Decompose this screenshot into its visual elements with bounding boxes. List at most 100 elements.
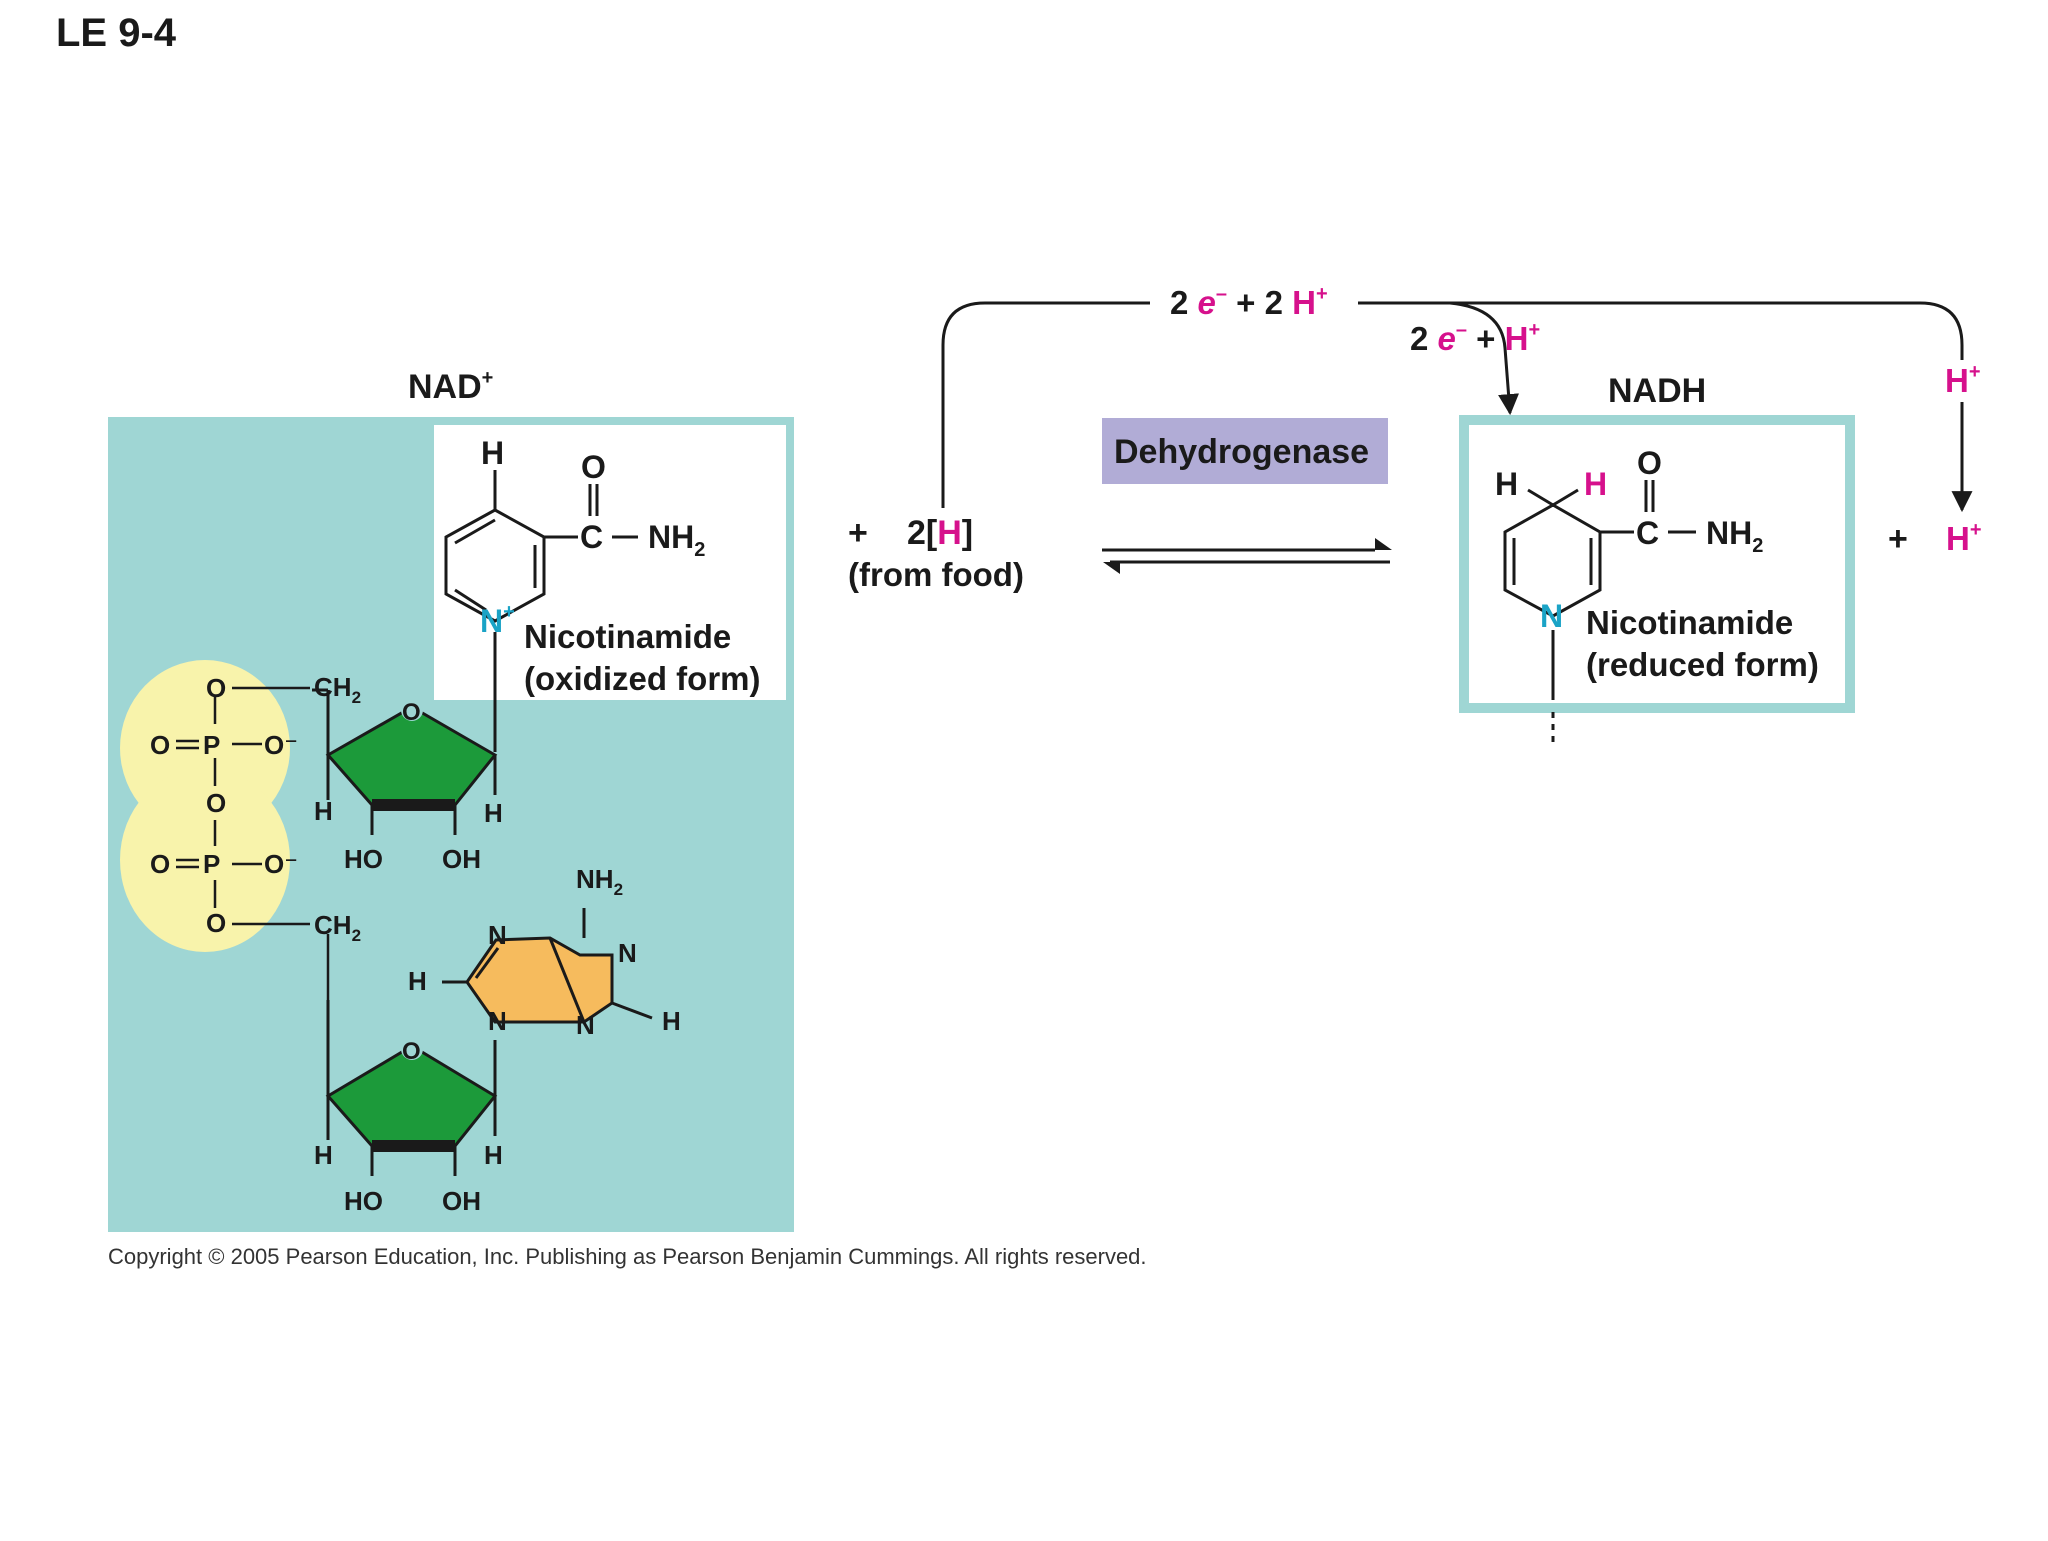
transfer-arrows xyxy=(941,301,1973,513)
reactant-h: H xyxy=(937,514,962,552)
ribose-bottom-h-left: H xyxy=(314,1140,333,1170)
amide-sub: 2 xyxy=(694,539,705,561)
adenine-n3: N xyxy=(576,1010,595,1040)
nicotinamide-reduced-label-1: Nicotinamide xyxy=(1586,604,1793,641)
adenine-h8: H xyxy=(408,966,427,996)
nad-title-text: NAD xyxy=(408,368,482,406)
transfer-top-minus: – xyxy=(1216,283,1227,305)
transfer-mid-charge: + xyxy=(1528,319,1540,341)
po-o3: O xyxy=(206,788,226,818)
reactant-coef: 2[ xyxy=(907,514,937,552)
enzyme-label: Dehydrogenase xyxy=(1114,433,1369,471)
equilibrium-arrows xyxy=(1102,548,1390,564)
diphosphate-labels: O O P O⁻ O O P O⁻ O xyxy=(150,673,298,938)
product-h-charge: + xyxy=(1970,519,1982,541)
po-p2: P xyxy=(203,849,220,879)
transfer-right-h-charge: + xyxy=(1969,361,1981,383)
reduced-amide: NH2 xyxy=(1706,515,1763,557)
ring-nitrogen-reduced: N xyxy=(1540,598,1563,634)
po-ominus2: O⁻ xyxy=(264,849,298,879)
diphosphate-bonds xyxy=(176,686,330,1000)
ch2-bottom: CH2 xyxy=(314,910,361,945)
nicotinamide-oxidized-label-2: (oxidized form) xyxy=(524,660,761,697)
adenine-nh: NH xyxy=(576,864,614,894)
ribose-top-ho: HO xyxy=(344,844,383,874)
phosphate-highlight xyxy=(120,660,290,952)
nadh-title: NADH xyxy=(1608,372,1706,410)
ch2-top-ch: CH xyxy=(314,672,352,702)
ribose-bottom-o: O xyxy=(402,1038,421,1065)
transfer-top-space xyxy=(1188,284,1197,321)
reactant-2h: 2[H] xyxy=(907,514,973,552)
po-o4: O xyxy=(150,849,170,879)
ring-nitrogen-oxidized-charge: + xyxy=(503,601,515,623)
transfer-mid-e: e xyxy=(1438,320,1456,357)
po-o1: O xyxy=(206,673,226,703)
adenine-base: NH2 N N N N H H xyxy=(408,864,681,1040)
reduced-o: O xyxy=(1637,445,1662,481)
forward-arrowhead xyxy=(1375,538,1392,550)
atom-h: H xyxy=(481,435,504,471)
transfer-top-2: 2 xyxy=(1170,284,1188,321)
adenine-h2: H xyxy=(662,1006,681,1036)
adenine-n9: N xyxy=(488,1006,507,1036)
transfer-top: 2 e– + 2 H+ xyxy=(1170,283,1328,321)
ribose-bottom-h-right: H xyxy=(484,1140,503,1170)
po-ominus1: O⁻ xyxy=(264,730,298,760)
po-o5: O xyxy=(206,908,226,938)
nicotinamide-ring-oxidized xyxy=(444,470,638,752)
transfer-right-h: H+ xyxy=(1945,361,1981,399)
ribose-top-oh: OH xyxy=(442,844,481,874)
product-plus: + xyxy=(1888,520,1908,558)
reverse-arrowhead xyxy=(1103,562,1120,574)
reactant-source: (from food) xyxy=(848,556,1024,593)
reactant-close: ] xyxy=(962,514,973,552)
ch2-top: CH2 xyxy=(314,672,361,707)
transfer-mid-space xyxy=(1428,320,1437,357)
ribose-top-h-right: H xyxy=(484,798,503,828)
ribose-top: O H H HO OH xyxy=(312,688,503,874)
ch2-top-sub: 2 xyxy=(352,688,361,707)
figure-label: LE 9-4 xyxy=(56,11,177,55)
ch2-bottom-sub: 2 xyxy=(352,926,361,945)
product-h: H+ xyxy=(1946,519,1982,557)
ring-nitrogen-oxidized-n: N xyxy=(480,603,503,639)
transfer-top-h: H xyxy=(1292,284,1316,321)
transfer-top-plus: + 2 xyxy=(1227,284,1292,321)
copyright-notice: Copyright © 2005 Pearson Education, Inc.… xyxy=(108,1244,1147,1269)
right-h-label-bg xyxy=(1942,360,1992,402)
transfer-mid-h: H xyxy=(1505,320,1529,357)
nicotinamide-ring-reduced xyxy=(1503,480,1696,742)
transfer-mid-plus: + xyxy=(1467,320,1505,357)
po-p1: P xyxy=(203,730,220,760)
atom-o: O xyxy=(581,449,606,485)
reactant-plus: + xyxy=(848,514,868,552)
nicotinamide-oxidized-box xyxy=(434,425,786,700)
nicotinamide-reduced-label-2: (reduced form) xyxy=(1586,646,1819,683)
amide-group: NH2 xyxy=(648,519,705,561)
transfer-top-e: e xyxy=(1198,284,1216,321)
transfer-mid: 2 e– + H+ xyxy=(1410,319,1540,357)
transfer-right-h-text: H xyxy=(1945,362,1969,399)
adenine-n1: N xyxy=(618,938,637,968)
nicotinamide-labels-reduced: H O C NH2 xyxy=(1495,445,1763,557)
transfer-mid-2: 2 xyxy=(1410,320,1428,357)
reduced-amide-sub: 2 xyxy=(1752,535,1763,557)
ribose-bottom-oh: OH xyxy=(442,1186,481,1216)
nad-title: NAD+ xyxy=(408,367,493,406)
ribose-top-o: O xyxy=(402,699,421,726)
nad-title-charge: + xyxy=(482,367,494,389)
ch2-bottom-ch: CH xyxy=(314,910,352,940)
nicotinamide-labels-oxidized: H O C NH2 xyxy=(481,435,705,561)
adenine-n7: N xyxy=(488,920,507,950)
po-o2: O xyxy=(150,730,170,760)
nadh-panel xyxy=(1459,415,1855,713)
ribose-bottom: O H H HO OH xyxy=(314,1000,503,1216)
adenine-sub: 2 xyxy=(614,880,623,899)
transfer-mid-minus: – xyxy=(1456,319,1467,341)
adenine-nh2: NH2 xyxy=(576,864,623,899)
amide-nh: NH xyxy=(648,519,694,555)
ring-nitrogen-oxidized: N+ xyxy=(480,601,515,639)
